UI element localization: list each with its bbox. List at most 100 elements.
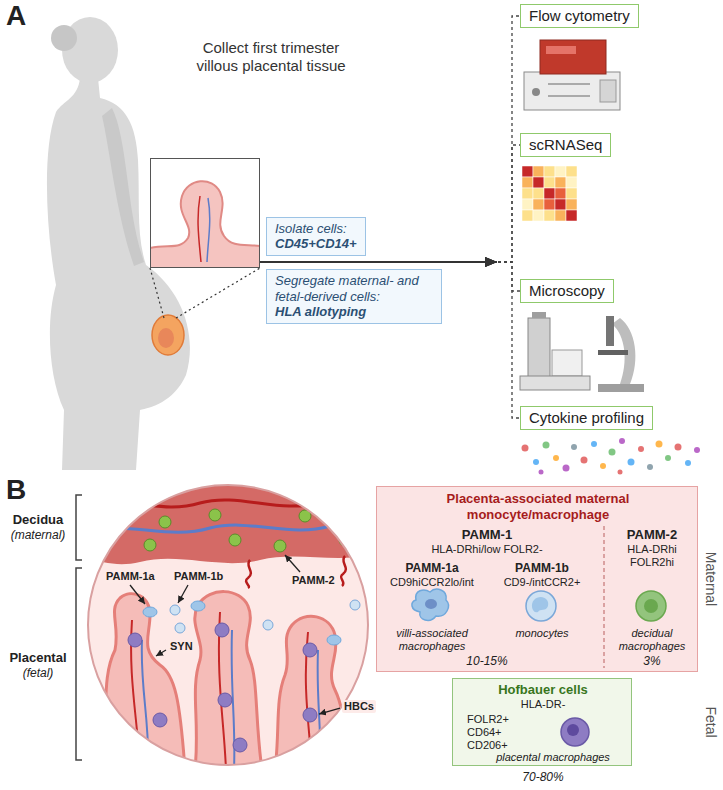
heatmap-icon <box>533 166 544 177</box>
panel-letter: B <box>6 476 26 504</box>
flow-cytometer-icon <box>524 40 620 110</box>
cell-icon <box>567 724 579 736</box>
interface-illustration <box>153 713 167 727</box>
percentage: 70-80% <box>503 770 583 784</box>
connector-arrow <box>260 261 497 263</box>
cell-icon <box>561 718 589 746</box>
interface-illustration <box>144 539 156 551</box>
cell-description: villi-associated macrophages <box>379 627 485 652</box>
interface-illustration <box>100 592 350 770</box>
cytokine-dots <box>647 464 653 470</box>
region-label: Decidua <box>2 512 74 528</box>
heatmap-icon <box>522 177 533 188</box>
interface-illustration <box>170 600 360 633</box>
subset-name: PAMM-1 <box>427 527 547 543</box>
cytokine-dots <box>522 438 701 475</box>
interface-illustration <box>100 594 185 770</box>
heatmap-icon <box>544 210 555 221</box>
heatmap-icon <box>544 188 555 199</box>
panel-heading: Placenta-associated maternal monocyte/ma… <box>423 491 653 522</box>
leader-arrow <box>130 585 145 604</box>
cytokine-dots <box>618 470 623 475</box>
interface-illustration <box>303 708 317 722</box>
villus-inset <box>198 196 201 262</box>
sample-box: Collect first trimester villous placenta… <box>150 158 260 268</box>
region-bracket <box>76 495 82 560</box>
interface-illustration <box>303 643 317 657</box>
villus-inset <box>150 158 260 268</box>
microscope-icon <box>606 316 614 346</box>
interface-illustration <box>274 540 286 552</box>
panel-heading: Hofbauer cells <box>458 682 628 698</box>
leader-arrow <box>156 650 166 656</box>
heatmap-icon <box>566 210 577 221</box>
heatmap-icon <box>566 199 577 210</box>
heatmap-icon <box>522 199 533 210</box>
cytokine-dots <box>563 465 570 472</box>
marker-text: CD45+CD14+ <box>275 236 357 252</box>
method-box: Microscopy <box>520 279 614 303</box>
interface-illustration <box>80 480 380 780</box>
interface-illustration <box>80 480 380 780</box>
method-box: scRNASeq <box>520 133 611 157</box>
woman-figure <box>158 328 174 348</box>
flow-cytometer-icon <box>540 40 606 74</box>
leader-arrow <box>130 555 340 714</box>
heatmap-icon <box>566 177 577 188</box>
marker-text: HLA-DR- <box>483 698 603 711</box>
flow-cytometer-icon <box>524 72 620 110</box>
cytokine-dots <box>539 470 544 475</box>
marker-text: CD9-/intCCR2+ <box>489 576 595 589</box>
marker-text: FOLR2+ CD64+ CD206+ <box>467 713 523 752</box>
marker-text: CD9hiCCR2lo/int <box>379 576 485 589</box>
cytokine-dots <box>694 447 700 453</box>
flow-cytometer-icon <box>532 88 540 96</box>
cell-icon <box>532 597 548 612</box>
interface-outline <box>88 485 368 765</box>
interface-illustration <box>233 738 247 752</box>
flow-cytometer-icon <box>546 46 576 54</box>
callout-label: PAMM-1b <box>172 570 225 583</box>
heatmap-icon <box>555 177 566 188</box>
microscope-icon <box>598 384 644 392</box>
step-box: Segregate maternal- and fetal-derived ce… <box>266 269 442 324</box>
leader-arrow <box>285 555 300 572</box>
leader-arrow <box>319 708 340 714</box>
connector-branch <box>498 262 520 418</box>
percentage: 3% <box>622 654 682 668</box>
microscope-icon <box>528 318 550 378</box>
heatmap-icon <box>555 166 566 177</box>
heatmap-icon <box>533 188 544 199</box>
woman-figure <box>176 268 260 318</box>
interface-illustration <box>80 480 380 564</box>
cell-description: decidual macrophages <box>608 627 696 652</box>
woman-figure <box>150 268 164 318</box>
heatmap-icon <box>544 199 555 210</box>
interface-illustration <box>263 620 273 630</box>
heatmap-icon <box>522 188 533 199</box>
connector-branch <box>498 262 520 291</box>
cytokine-dots <box>675 444 682 451</box>
woman-figure <box>47 78 190 470</box>
cytokine-dots <box>581 457 588 464</box>
heatmap-icon <box>566 166 577 177</box>
cytokine-dots <box>553 455 559 461</box>
interface-illustration <box>191 601 205 611</box>
microscope-icon <box>520 376 590 390</box>
cell-description: monocytes <box>492 627 592 640</box>
flow-cytometer-icon <box>548 95 590 97</box>
interface-illustration <box>209 509 221 521</box>
microscope-icon <box>520 312 644 392</box>
villus-inset <box>150 158 260 268</box>
cell-icon <box>561 718 589 746</box>
interface-illustration <box>327 635 341 645</box>
interface-illustration <box>218 693 232 707</box>
method-label: Flow cytometry <box>529 7 630 25</box>
cell-type-panel: Hofbauer cellsHLA-DR- FOLR2+ CD64+ CD206+… <box>452 678 632 766</box>
callout-label: PAMM-2 <box>290 574 337 587</box>
cell-icon <box>412 589 666 621</box>
heatmap-icon <box>555 210 566 221</box>
interface-illustration <box>175 623 185 633</box>
